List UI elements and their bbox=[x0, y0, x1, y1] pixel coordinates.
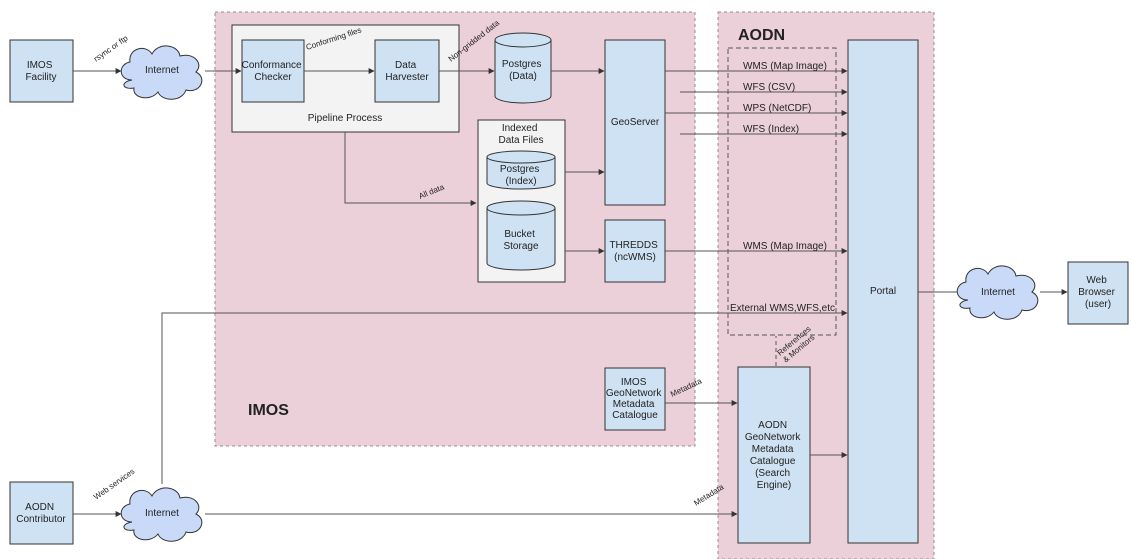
pipeline-process-label: Pipeline Process bbox=[308, 113, 382, 124]
web-services-label: Web services bbox=[92, 467, 136, 502]
svg-text:GeoServer: GeoServer bbox=[611, 117, 660, 128]
wms-map-image-label-1: WMS (Map Image) bbox=[743, 61, 827, 72]
external-wms-label: External WMS,WFS,etc bbox=[730, 303, 835, 314]
aodn-contributor-box: AODN Contributor bbox=[9, 481, 74, 545]
svg-text:Internet: Internet bbox=[145, 508, 179, 519]
aodn-zone-label: AODN bbox=[738, 27, 785, 44]
edge-external-services bbox=[161, 310, 848, 484]
postgres-data-cylinder: Postgres (Data) bbox=[494, 32, 552, 104]
wfs-index-label: WFS (Index) bbox=[743, 124, 799, 135]
aodn-geonetwork-box: AODN GeoNetwork Metadata Catalogue (Sear… bbox=[737, 366, 811, 544]
internet-cloud-right: Internet bbox=[956, 265, 1039, 320]
indexed-data-files-label: Indexed Data Files bbox=[498, 123, 543, 146]
svg-text:Web Browser (user): Web Browser (user) bbox=[1078, 275, 1117, 310]
imos-zone-label: IMOS bbox=[248, 402, 289, 419]
svg-text:THREDDS (ncWMS): THREDDS (ncWMS) bbox=[609, 240, 660, 263]
wfs-csv-label: WFS (CSV) bbox=[743, 82, 795, 93]
portal-box: Portal bbox=[847, 39, 919, 544]
thredds-box: THREDDS (ncWMS) bbox=[604, 219, 666, 283]
svg-text:Bucket Storage: Bucket Storage bbox=[503, 229, 538, 252]
internet-cloud-top: Internet bbox=[120, 45, 203, 100]
svg-text:Conformance Checker: Conformance Checker bbox=[242, 60, 305, 83]
conformance-checker-box: Conformance Checker bbox=[241, 39, 305, 103]
svg-text:AODN Contributor: AODN Contributor bbox=[16, 502, 66, 525]
svg-text:IMOS GeoNetwork Me: IMOS GeoNetwork Metadata Catalogue bbox=[606, 377, 664, 421]
svg-text:Portal: Portal bbox=[870, 286, 896, 297]
imos-geonetwork-box: IMOS GeoNetwork Metadata Catalogue bbox=[604, 367, 666, 431]
wms-map-image-label-2: WMS (Map Image) bbox=[743, 241, 827, 252]
data-harvester-box: Data Harvester bbox=[374, 39, 440, 103]
internet-cloud-bottom: Internet bbox=[120, 487, 203, 542]
imos-facility-box: IMOS Facility bbox=[9, 39, 74, 103]
svg-text:AODN GeoNetwork Me: AODN GeoNetwork Metadata Catalogue (Sear… bbox=[745, 420, 803, 491]
svg-text:Internet: Internet bbox=[145, 65, 179, 76]
geoserver-box: GeoServer bbox=[604, 39, 666, 206]
rsync-ftp-label: rsync or ftp bbox=[92, 33, 130, 63]
edge-pipeline-storage bbox=[344, 132, 477, 206]
svg-text:Postgres (Index): Postgres (Index) bbox=[500, 164, 542, 187]
svg-text:Postgres (Data): Postgres (Data) bbox=[502, 59, 544, 82]
bucket-storage-cylinder: Bucket Storage bbox=[486, 200, 556, 271]
wps-netcdf-label: WPS (NetCDF) bbox=[743, 103, 811, 114]
web-browser-box: Web Browser (user) bbox=[1067, 261, 1129, 325]
svg-text:Data Harvester: Data Harvester bbox=[385, 60, 429, 83]
svg-text:IMOS Facility: IMOS Facility bbox=[25, 60, 56, 83]
ogc-services-group bbox=[727, 47, 837, 336]
svg-text:Internet: Internet bbox=[981, 287, 1015, 298]
postgres-index-cylinder: Postgres (Index) bbox=[486, 150, 556, 190]
